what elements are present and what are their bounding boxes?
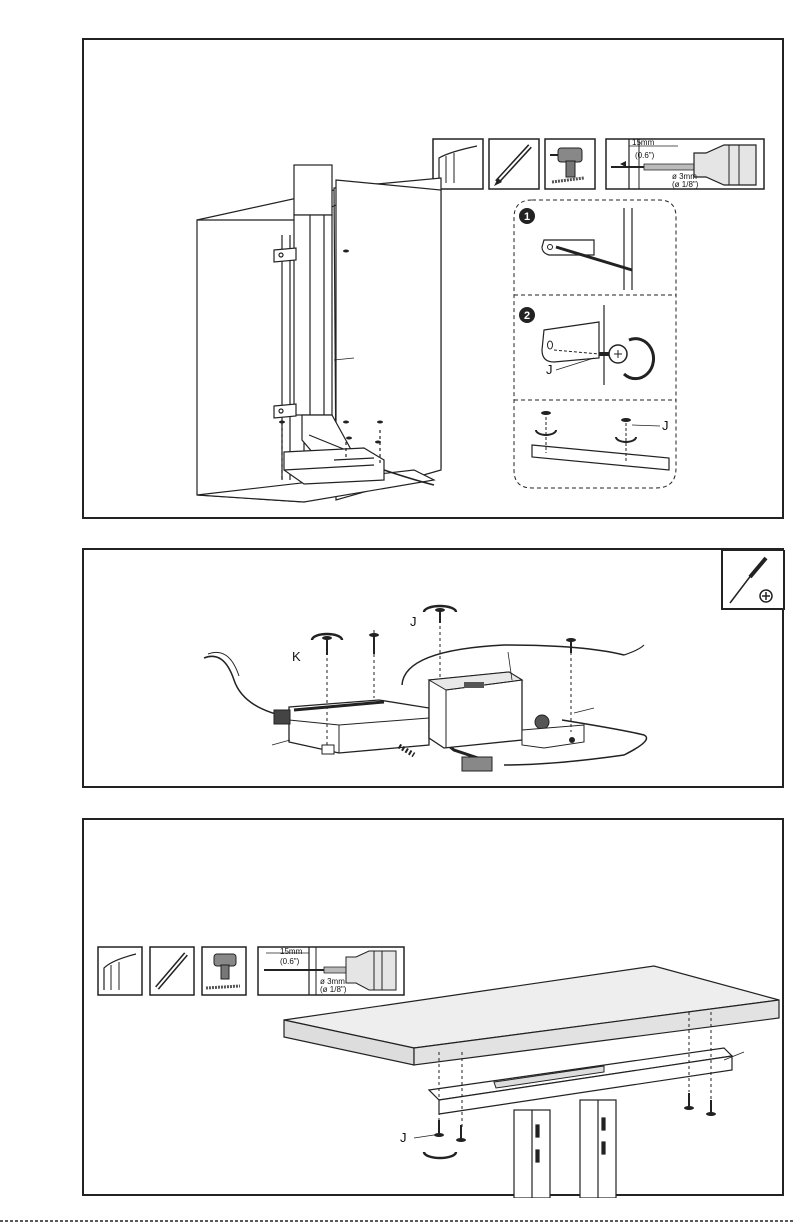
drill-depth-icon: 15mm (0.6") ø 3mm (ø 1/8") bbox=[258, 947, 404, 995]
screw-j-label: J bbox=[410, 614, 417, 629]
detail-box: 1 2 J J bbox=[514, 200, 676, 488]
step-2-illustration: K J bbox=[84, 550, 786, 790]
step-3-illustration: 15mm (0.6") ø 3mm (ø 1/8") J bbox=[84, 820, 786, 1198]
drill-icon bbox=[202, 947, 246, 995]
drill-depth-in: (0.6") bbox=[280, 957, 300, 966]
panel-tool-icon bbox=[98, 947, 142, 995]
drill-depth-in: (0.6") bbox=[635, 151, 655, 160]
screw-icon bbox=[322, 608, 576, 655]
step-panel-2: K J bbox=[82, 548, 784, 788]
junction-box bbox=[429, 672, 584, 748]
screw-j-label: J bbox=[546, 362, 553, 377]
rotate-arrow-icon bbox=[424, 1152, 456, 1158]
screwdriver-icon bbox=[722, 550, 784, 609]
stand-uprights bbox=[514, 1100, 616, 1198]
screw-j-label: J bbox=[400, 1130, 407, 1145]
drill-bit-in: (ø 1/8") bbox=[320, 985, 347, 994]
substep-1-number: 1 bbox=[524, 211, 530, 223]
pencil-icon bbox=[150, 947, 194, 995]
drill-icon bbox=[545, 139, 595, 189]
step-panel-3: 15mm (0.6") ø 3mm (ø 1/8") J bbox=[82, 818, 784, 1196]
step-panel-1: 15mm (0.6") ø 3mm (ø 1/8") bbox=[82, 38, 784, 519]
screw-k-label: K bbox=[292, 649, 301, 664]
cabinet-illustration bbox=[197, 165, 441, 502]
pencil-icon bbox=[489, 139, 539, 189]
screw-j-label-2: J bbox=[662, 418, 669, 433]
substep-2-number: 2 bbox=[524, 310, 530, 322]
step-1-illustration: 15mm (0.6") ø 3mm (ø 1/8") bbox=[84, 40, 786, 521]
drill-depth-mm: 15mm bbox=[632, 138, 655, 147]
drill-depth-icon: 15mm (0.6") ø 3mm (ø 1/8") bbox=[606, 138, 764, 189]
page-bottom-border bbox=[0, 1216, 793, 1225]
drill-depth-mm: 15mm bbox=[280, 947, 303, 956]
drill-bit-in: (ø 1/8") bbox=[672, 180, 699, 189]
